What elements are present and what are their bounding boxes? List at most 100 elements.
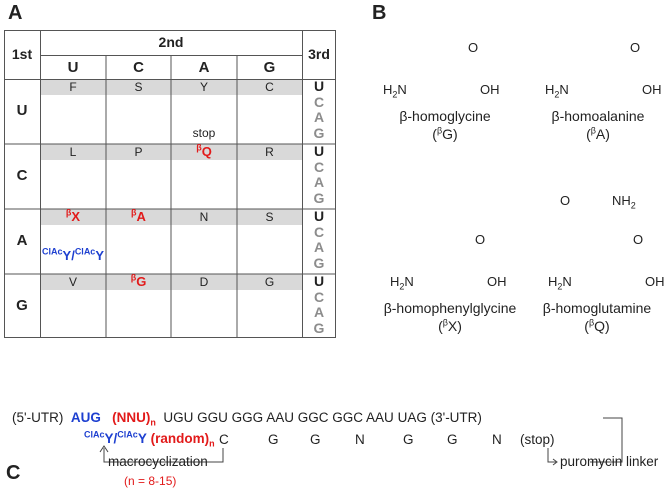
residue: G (403, 432, 414, 447)
molecule-abbr: (βG) (432, 125, 458, 142)
molecule-abbr: (βX) (438, 317, 462, 334)
carbonyl-o: O (475, 232, 486, 247)
molecule-name: β-homophenylglycine (383, 300, 517, 316)
aa-cell-beta-a: βA (106, 207, 171, 224)
residue: G (310, 432, 321, 447)
beta-prefix: β (131, 207, 137, 218)
aa-cell-beta-q: βQ (171, 142, 237, 159)
beta-prefix: β (65, 207, 72, 218)
stop-label: stop (192, 126, 216, 140)
aa-cell: R (265, 145, 274, 159)
start-codon: AUG (70, 410, 101, 425)
third-base: A (313, 109, 325, 125)
stop-residue: (stop) (520, 432, 555, 447)
codon: GGU (197, 410, 228, 425)
molecule-abbr: (βA) (586, 125, 610, 142)
codon: UGU (163, 410, 194, 425)
peptide-initiator: ClAcY/ClAcY (84, 429, 147, 446)
third-base: G (313, 189, 325, 206)
puromycin-linker-label: puromycin linker (560, 454, 659, 469)
third-bases-a: U C A G (302, 208, 336, 271)
initiator-y: Y (62, 248, 72, 263)
aa-letter: A (136, 209, 146, 224)
third-bases-u: U C A G (302, 78, 336, 141)
aa-letter: X (71, 209, 81, 224)
header-second: 2nd (158, 34, 184, 50)
initiator-y: Y (95, 248, 104, 263)
third-base: G (313, 124, 325, 141)
residue: G (447, 432, 458, 447)
third-base: U (313, 78, 325, 94)
third-base: G (313, 254, 325, 271)
amine-label: H2N (383, 82, 407, 100)
acid-label: OH (480, 82, 500, 97)
aa-cell: L (69, 145, 77, 159)
residue: C (219, 432, 229, 447)
macrocyclization-label: macrocyclization (108, 454, 208, 469)
codon-table-grid (4, 30, 336, 338)
third-bases-c: U C A G (302, 143, 336, 206)
third-base: U (313, 273, 325, 289)
aa-cell: P (134, 145, 143, 159)
third-base: A (313, 239, 325, 255)
second-base-u: U (67, 59, 79, 76)
codon: GGC (332, 410, 364, 425)
third-base: U (313, 208, 325, 224)
carbonyl-o: O (468, 40, 479, 55)
third-bases-g: U C A G (302, 273, 336, 336)
aa-cell: C (265, 80, 274, 94)
header-third: 3rd (308, 46, 330, 62)
initiator-clacy: ClAcY/ClAcY (42, 246, 104, 263)
amide-o: O (560, 193, 571, 208)
third-base: C (313, 223, 325, 240)
aa-cell: V (68, 275, 77, 289)
aa-cell: N (199, 210, 209, 224)
codon-table: 1st 2nd 3rd U C A G U C A G U C A G U C … (4, 30, 336, 416)
clac-prefix: ClAc (74, 246, 96, 257)
aa-cell: D (199, 275, 209, 289)
residue: N (492, 432, 502, 447)
panel-label-c: C (6, 462, 21, 484)
third-base: C (313, 93, 325, 110)
aa-letter: G (136, 274, 147, 289)
aa-cell-beta-x: βX (40, 207, 106, 224)
beta-prefix: β (130, 272, 137, 283)
amide-label: NH2 (612, 193, 636, 211)
carbonyl-o: O (630, 40, 641, 55)
first-base-g: G (16, 297, 28, 314)
third-base: C (313, 158, 325, 175)
second-base-a: A (198, 59, 210, 76)
third-base: C (313, 288, 325, 305)
amine-label: H2N (548, 274, 572, 292)
amine-label: H2N (390, 274, 414, 292)
molecule-name: β-homoglycine (399, 108, 491, 124)
molecule-name: β-homoglutamine (542, 300, 652, 316)
mrna-line: (5'-UTR) AUG (NNU)n UGU GGU GGG AAU GGC … (12, 410, 482, 427)
first-base-a: A (16, 232, 28, 249)
aa-cell: G (264, 275, 275, 289)
third-base: A (313, 304, 325, 320)
codon: UAG (397, 410, 427, 425)
aa-letter: Q (201, 144, 212, 159)
aa-cell: S (134, 80, 143, 94)
aa-cell-beta-g: βG (106, 272, 171, 289)
aa-cell: F (69, 80, 77, 94)
molecule-abbr: (βQ) (584, 317, 610, 334)
utr3: (3'-UTR) (430, 410, 482, 425)
acid-label: OH (645, 274, 665, 289)
acid-label: OH (642, 82, 662, 97)
aa-cell: Y (199, 80, 208, 94)
amine-label: H2N (545, 82, 569, 100)
codon: AAU (366, 410, 394, 425)
carbonyl-o: O (633, 232, 644, 247)
header-first: 1st (11, 46, 33, 62)
first-base-c: C (16, 167, 28, 184)
utr5: (5'-UTR) (12, 410, 64, 425)
beta-prefix: β (196, 142, 202, 153)
third-base: A (313, 174, 325, 190)
residue: G (268, 432, 279, 447)
residue: N (355, 432, 365, 447)
panel-label-a: A (8, 2, 23, 24)
third-base: G (313, 319, 325, 336)
panel-label-b: B (372, 2, 387, 24)
